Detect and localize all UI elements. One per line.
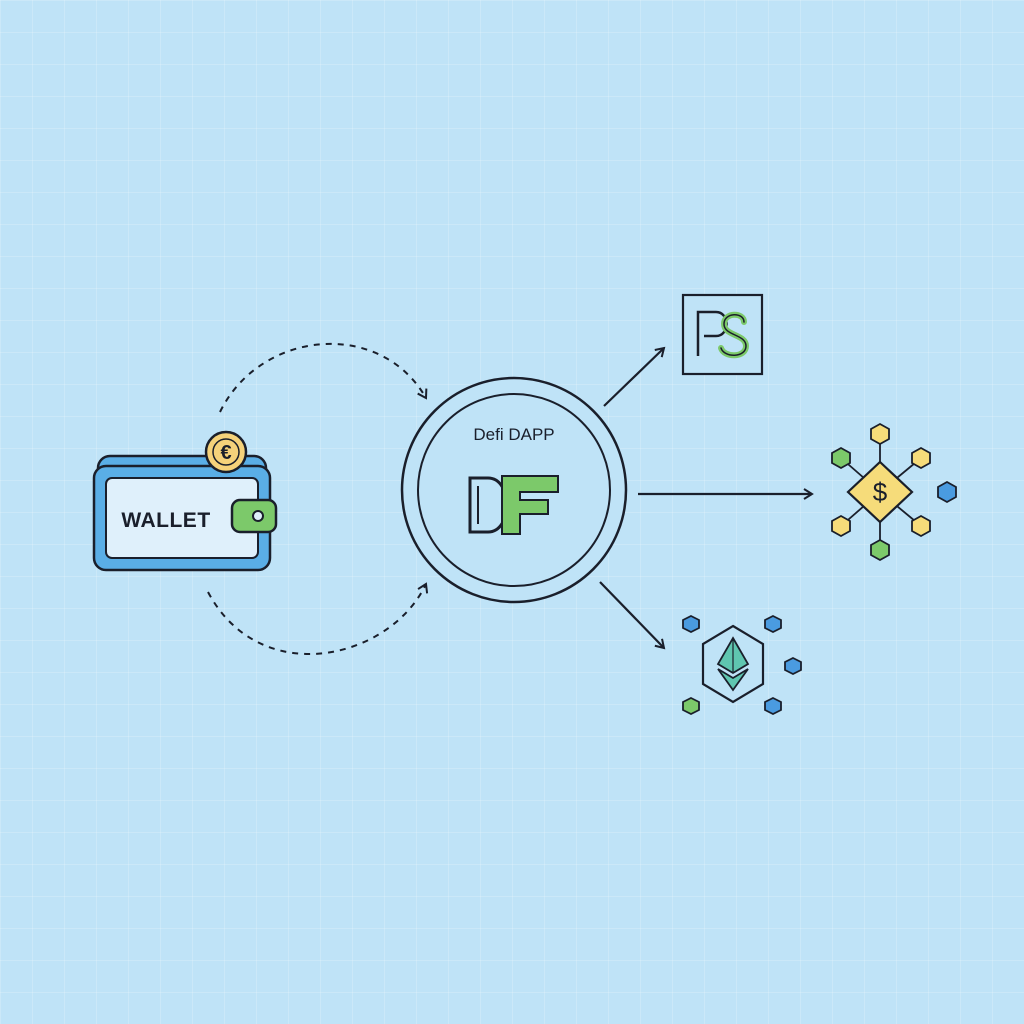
coin-icon: € [204, 430, 248, 474]
network-node [764, 614, 782, 634]
wallet-icon[interactable]: € WALLET [92, 430, 278, 572]
dapp-to-wallet-arrow [207, 582, 429, 655]
defi-dapp-node[interactable]: Defi DAPP [400, 376, 628, 604]
wallet-to-dapp-arrow [219, 342, 428, 413]
network-node [870, 422, 890, 446]
df-logo-icon [468, 475, 559, 535]
dollar-token-network-icon[interactable]: $ [831, 422, 957, 562]
ps-logo-icon[interactable] [681, 293, 764, 376]
network-node [937, 480, 957, 504]
dapp-inner-ring [417, 393, 611, 587]
dapp-title: Defi DAPP [473, 425, 554, 444]
wallet-label: WALLET [121, 509, 210, 532]
network-node [682, 614, 700, 634]
dollar-diamond [846, 460, 914, 524]
network-node [831, 514, 851, 538]
wallet-clasp[interactable] [230, 498, 278, 534]
network-node [764, 696, 782, 716]
ethereum-icon [716, 636, 750, 692]
coin-symbol: € [220, 442, 231, 464]
network-node [784, 656, 802, 676]
network-node [682, 696, 700, 716]
network-node [911, 514, 931, 538]
network-node [831, 446, 851, 470]
ethereum-network-icon[interactable] [682, 614, 802, 716]
network-node [911, 446, 931, 470]
network-node [870, 538, 890, 562]
dollar-symbol: $ [873, 477, 888, 507]
dapp-to-ps-arrow [603, 346, 666, 407]
dapp-to-eth-arrow [599, 581, 666, 650]
